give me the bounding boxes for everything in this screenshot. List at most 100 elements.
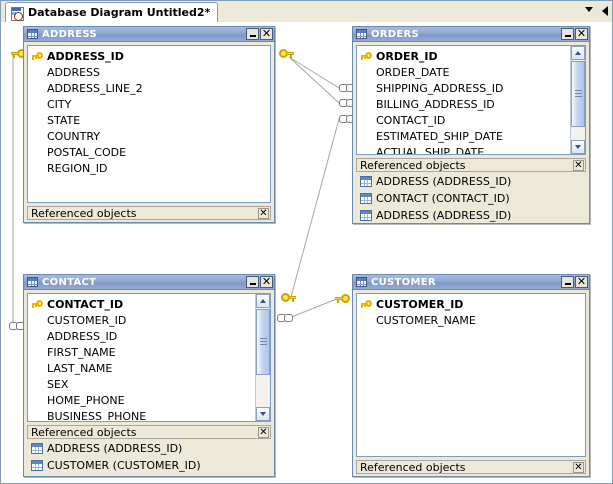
referenced-object-row[interactable]: CONTACT (CONTACT_ID) [356,190,586,207]
field-row[interactable]: FIRST_NAME [28,344,255,360]
referenced-objects-bar[interactable]: Referenced objects ✕ [356,460,586,474]
field-row[interactable]: POSTAL_CODE [28,144,270,160]
close-button[interactable]: ✕ [575,27,588,40]
scroll-up-button[interactable] [256,294,270,308]
field-name: ACTUAL_SHIP_DATE [376,145,485,155]
field-name: CUSTOMER_ID [47,313,127,327]
field-row[interactable]: CUSTOMER_NAME [357,312,585,328]
field-list-area[interactable]: ORDER_ID ORDER_DATE SHIPPING_ADDRESS_ID … [356,45,586,155]
field-row[interactable]: LAST_NAME [28,360,255,376]
field-row[interactable]: ESTIMATED_SHIP_DATE [357,128,570,144]
referenced-objects-label: Referenced objects [360,460,466,474]
field-name: BILLING_ADDRESS_ID [376,97,495,111]
title-bar[interactable]: ADDRESS ✕ [24,27,274,42]
tab-database-diagram[interactable]: Database Diagram Untitled2* [5,2,219,22]
field-row[interactable]: CUSTOMER_ID [28,312,255,328]
vertical-scrollbar[interactable] [255,294,270,421]
field-row[interactable]: ADDRESS_ID [28,328,255,344]
close-button[interactable]: ✕ [260,27,273,40]
field-row[interactable]: HOME_PHONE [28,392,255,408]
table-title: CONTACT [42,276,97,288]
referenced-objects-bar[interactable]: Referenced objects ✕ [356,158,586,172]
tab-label: Database Diagram Untitled2* [28,6,211,19]
table-icon [31,460,43,471]
field-list: ADDRESS_ID ADDRESS ADDRESS_LINE_2 CITY S… [28,46,270,176]
field-row[interactable]: SEX [28,376,255,392]
table-window-orders[interactable]: ORDERS ✕ ORDER_ID ORDER_DATE SHIPPING_AD… [352,26,590,224]
left-arrow-icon[interactable] [602,5,611,17]
scrollbar-thumb[interactable] [256,309,270,375]
field-list-area[interactable]: CONTACT_ID CUSTOMER_ID ADDRESS_ID FIRST_… [27,293,271,422]
connector-address-orders-shipping [288,56,340,89]
field-name: FIRST_NAME [47,345,116,359]
close-button[interactable]: ✕ [575,275,588,288]
field-row[interactable]: ORDER_DATE [357,64,570,80]
field-row[interactable]: ADDRESS_ID [28,48,270,64]
field-row[interactable]: SHIPPING_ADDRESS_ID [357,80,570,96]
field-name: ORDER_ID [376,49,438,63]
table-window-address[interactable]: ADDRESS ✕ ADDRESS_ID ADDRESS ADDRESS_LIN… [23,26,275,223]
field-row[interactable]: COUNTRY [28,128,270,144]
field-row[interactable]: REGION_ID [28,160,270,176]
key-icon [360,51,374,62]
referenced-objects-list: ADDRESS (ADDRESS_ID) CONTACT (CONTACT_ID… [356,173,586,224]
field-row[interactable]: BILLING_ADDRESS_ID [357,96,570,112]
scrollbar-thumb[interactable] [571,61,585,127]
referenced-objects-label: Referenced objects [31,425,137,439]
field-row[interactable]: CONTACT_ID [28,296,255,312]
pk-marker-address-right [279,49,294,58]
referenced-object-row[interactable]: ADDRESS (ADDRESS_ID) [27,440,271,457]
table-window-customer[interactable]: CUSTOMER ✕ CUSTOMER_ID CUSTOMER_NAME Ref… [352,274,590,477]
field-name: ADDRESS [47,65,101,79]
title-bar[interactable]: CUSTOMER ✕ [353,275,589,290]
referenced-object-row[interactable]: ADDRESS (ADDRESS_ID) [356,207,586,224]
scroll-down-button[interactable] [256,407,270,421]
field-row[interactable]: ORDER_ID [357,48,570,64]
key-icon [31,51,45,62]
referenced-objects-close-icon[interactable]: ✕ [258,207,269,219]
close-button[interactable]: ✕ [260,275,273,288]
table-title: CUSTOMER [371,276,436,288]
referenced-object-label: ADDRESS (ADDRESS_ID) [47,442,183,455]
field-row[interactable]: STATE [28,112,270,128]
referenced-object-label: ADDRESS (ADDRESS_ID) [376,175,512,188]
field-name: ESTIMATED_SHIP_DATE [376,129,503,143]
minimize-button[interactable] [246,28,259,40]
table-window-contact[interactable]: CONTACT ✕ CONTACT_ID CUSTOMER_ID ADDRESS… [23,274,275,477]
minimize-button[interactable] [561,28,574,40]
vertical-scrollbar[interactable] [570,46,585,154]
field-row[interactable]: ACTUAL_SHIP_DATE [357,144,570,155]
field-row[interactable]: CUSTOMER_ID [357,296,585,312]
referenced-object-row[interactable]: ADDRESS (ADDRESS_ID) [356,173,586,190]
table-icon [31,443,43,454]
field-row[interactable]: ADDRESS [28,64,270,80]
fk-marker-orders-shipping [339,84,356,92]
field-name: ADDRESS_ID [47,49,124,63]
scroll-down-button[interactable] [571,140,585,154]
fk-marker-contact-customer [277,314,294,322]
field-list-area[interactable]: CUSTOMER_ID CUSTOMER_NAME [356,293,586,457]
connector-contact-orders [290,118,340,298]
minimize-button[interactable] [561,276,574,288]
referenced-objects-bar[interactable]: Referenced objects ✕ [27,206,271,220]
field-list-area[interactable]: ADDRESS_ID ADDRESS ADDRESS_LINE_2 CITY S… [27,45,271,203]
diagram-canvas[interactable]: ADDRESS ✕ ADDRESS_ID ADDRESS ADDRESS_LIN… [1,22,612,483]
chevron-down-icon[interactable] [585,7,593,12]
scroll-up-button[interactable] [571,46,585,60]
field-row[interactable]: CONTACT_ID [357,112,570,128]
title-bar[interactable]: CONTACT ✕ [24,275,274,290]
referenced-objects-bar[interactable]: Referenced objects ✕ [27,425,271,439]
field-name: POSTAL_CODE [47,145,127,159]
minimize-button[interactable] [246,276,259,288]
referenced-objects-close-icon[interactable]: ✕ [573,159,584,171]
title-bar[interactable]: ORDERS ✕ [353,27,589,42]
referenced-objects-close-icon[interactable]: ✕ [573,461,584,473]
field-row[interactable]: ADDRESS_LINE_2 [28,80,270,96]
field-row[interactable]: CITY [28,96,270,112]
referenced-objects-close-icon[interactable]: ✕ [258,426,269,438]
table-icon [356,29,367,39]
field-name: HOME_PHONE [47,393,125,407]
referenced-object-row[interactable]: CUSTOMER (CUSTOMER_ID) [27,457,271,474]
field-row[interactable]: BUSINESS_PHONE [28,408,255,422]
